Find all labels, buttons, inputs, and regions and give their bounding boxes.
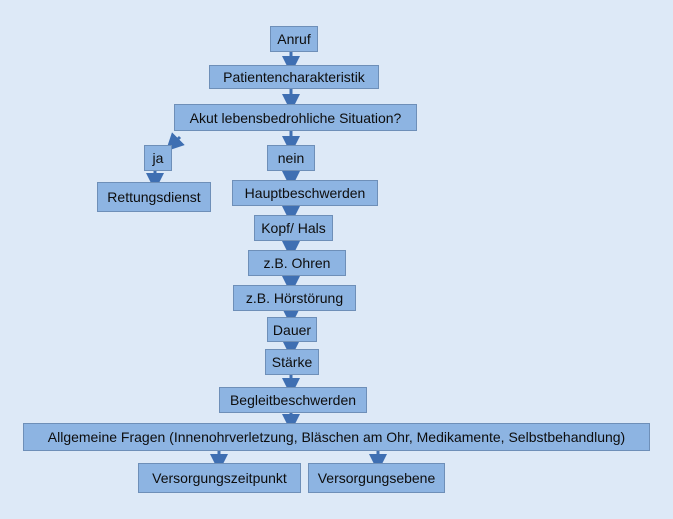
node-rettungsdienst: Rettungsdienst	[97, 182, 211, 212]
node-akut-lebensbedrohlich: Akut lebensbedrohliche Situation?	[174, 104, 417, 131]
node-versorgungszeitpunkt: Versorgungszeitpunkt	[138, 463, 301, 493]
node-hauptbeschwerden: Hauptbeschwerden	[232, 180, 378, 206]
node-ohren: z.B. Ohren	[248, 250, 346, 276]
node-kopf-hals: Kopf/ Hals	[254, 215, 333, 241]
node-hoerstoerung: z.B. Hörstörung	[233, 285, 356, 311]
node-begleitbeschwerden: Begleitbeschwerden	[219, 387, 367, 413]
node-anruf: Anruf	[270, 26, 318, 52]
node-nein: nein	[267, 145, 315, 171]
node-versorgungsebene: Versorgungsebene	[308, 463, 445, 493]
node-patientencharakteristik: Patientencharakteristik	[209, 65, 379, 89]
node-ja: ja	[144, 145, 172, 171]
node-staerke: Stärke	[265, 349, 319, 375]
node-allgemeine-fragen: Allgemeine Fragen (Innenohrverletzung, B…	[23, 423, 650, 451]
arrow-akut-to-ja	[165, 132, 185, 152]
node-dauer: Dauer	[267, 317, 317, 342]
